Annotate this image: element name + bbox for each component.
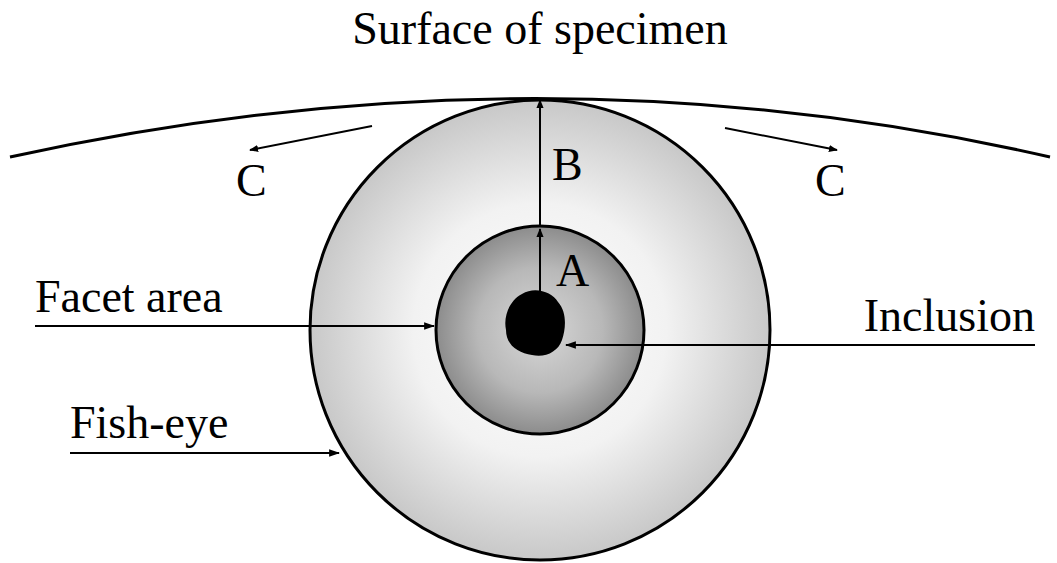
region-label: Fish-eye	[70, 398, 228, 449]
inclusion-blob	[505, 290, 565, 355]
region-label: Inclusion	[864, 291, 1035, 342]
fish-eye-circle	[310, 100, 770, 560]
arrow-c-right	[725, 128, 837, 150]
direction-label: B	[552, 140, 583, 191]
specimen-surface	[10, 99, 1050, 158]
arrow-a	[539, 229, 541, 292]
arrow-b	[539, 100, 541, 226]
direction-label: A	[556, 246, 589, 297]
fish-eye-leader	[70, 452, 339, 454]
direction-label: C	[815, 156, 846, 207]
facet-area-circle	[436, 226, 644, 434]
surface-label: Surface of specimen	[352, 4, 728, 55]
inclusion-leader	[566, 344, 1035, 346]
arrow-c-left	[250, 126, 372, 150]
facet-leader	[35, 325, 434, 327]
region-label: Facet area	[35, 272, 223, 323]
direction-label: C	[236, 156, 267, 207]
